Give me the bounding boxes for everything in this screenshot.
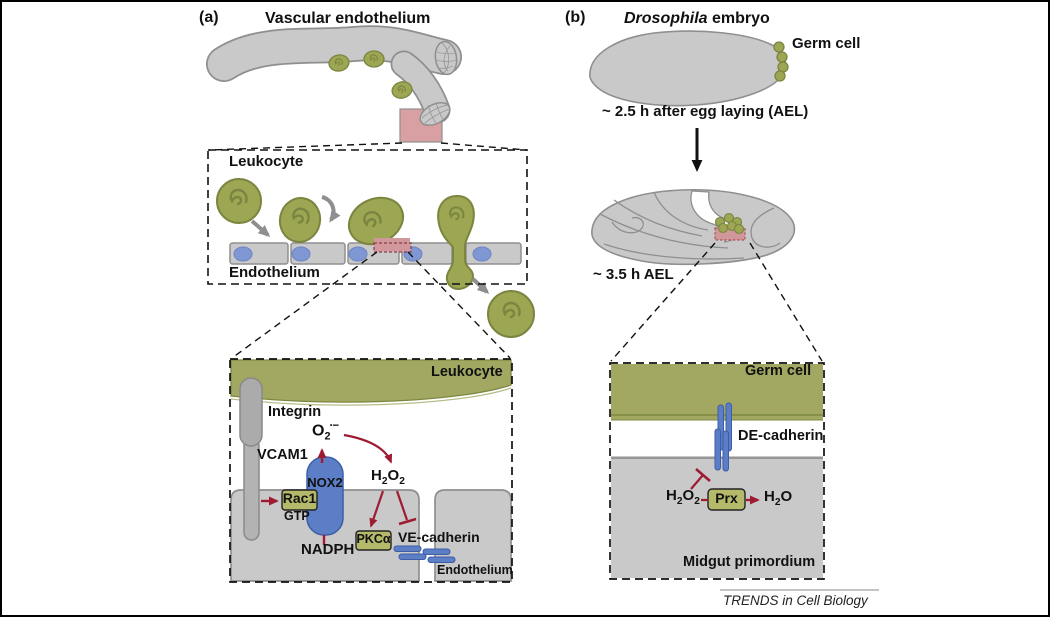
leukocyte-transmigrated bbox=[487, 290, 535, 338]
zoom-connector-vessel bbox=[208, 142, 528, 151]
h2o2-inhibits-decadherin-cap bbox=[695, 468, 711, 482]
panel-a-title: Vascular endothelium bbox=[265, 10, 431, 27]
detail-box-a-border bbox=[229, 358, 513, 583]
endothelium-label-rolling: Endothelium bbox=[229, 264, 320, 281]
panel-b-label: (b) bbox=[565, 9, 586, 26]
rolling-arrow-3 bbox=[471, 277, 490, 295]
signaling-arrows-b bbox=[690, 468, 760, 505]
embryo-late bbox=[591, 188, 796, 266]
embryo-early-germ-cells bbox=[773, 41, 789, 82]
rolling-box-border bbox=[207, 149, 528, 285]
vessel-cut-face-branch bbox=[419, 101, 451, 127]
zoom-connector-detail-a bbox=[231, 251, 511, 359]
rac1-box bbox=[281, 489, 318, 511]
leukocyte-transmigrating bbox=[437, 194, 475, 291]
midgut-label: Midgut primordium bbox=[683, 554, 816, 570]
rolling-arrow-1 bbox=[250, 219, 271, 237]
rac1-label: Rac1 bbox=[282, 490, 317, 506]
nadph-label: NADPH bbox=[301, 541, 355, 558]
h2o2-label-a: H2O2 bbox=[371, 467, 405, 487]
germ-cell-cluster bbox=[714, 212, 745, 235]
nox2-label: NOX2 bbox=[307, 475, 343, 490]
detail-box-b-border bbox=[609, 362, 825, 580]
panel-a-label: (a) bbox=[199, 9, 219, 26]
superoxide-label: O2·− bbox=[312, 420, 339, 443]
superoxide-to-h2o2-arrow bbox=[343, 433, 393, 464]
leukocyte-band bbox=[230, 359, 512, 406]
h2o2-label-b: H2O2 bbox=[666, 487, 700, 507]
prx-label: Prx bbox=[715, 490, 738, 506]
rolling-arrow-2 bbox=[321, 195, 341, 223]
germ-band-folds bbox=[599, 191, 781, 260]
pkca-box bbox=[355, 530, 392, 551]
de-cadherin-bars bbox=[714, 402, 732, 472]
junction-highlight bbox=[373, 238, 412, 253]
journal-caption: TRENDS in Cell Biology bbox=[723, 593, 868, 608]
leukocyte-label-detail: Leukocyte bbox=[431, 364, 503, 380]
h2o-label: H2O bbox=[764, 488, 793, 508]
gtp-label: GTP bbox=[284, 509, 310, 523]
integrin-label: Integrin bbox=[268, 404, 322, 420]
pkca-label: PKCα bbox=[356, 532, 391, 546]
h2o2-inhibits-vecadherin-cap bbox=[398, 517, 417, 526]
germ-cell-label-embryo: Germ cell bbox=[792, 35, 861, 52]
midgut-region bbox=[611, 456, 823, 578]
zoom-connector-detail-b bbox=[610, 242, 823, 362]
h2o2-inhibits-vecadherin-line bbox=[395, 490, 409, 521]
de-cadherin-label: DE-cadherin bbox=[738, 428, 824, 444]
endothelium-label-detail: Endothelium bbox=[437, 563, 513, 577]
leukocyte-rolling-2 bbox=[278, 197, 322, 243]
stage2-label: ~ 3.5 h AEL bbox=[593, 266, 674, 283]
stage1-label: ~ 2.5 h after egg laying (AEL) bbox=[602, 103, 809, 120]
signaling-arrows-a bbox=[261, 433, 417, 545]
germ-cell-band bbox=[611, 364, 823, 421]
leukocyte-label-rolling: Leukocyte bbox=[229, 153, 304, 170]
ve-cadherin-bars bbox=[393, 545, 456, 563]
vessel-cut-face-main bbox=[434, 40, 458, 76]
leukocyte-rolling-1 bbox=[216, 178, 262, 224]
ve-cadherin-label: VE-cadherin bbox=[398, 529, 480, 545]
blood-vessel bbox=[206, 25, 462, 124]
panel-b-title: Drosophila embryo bbox=[624, 10, 770, 27]
h2o2-inhibits-decadherin-line bbox=[690, 474, 704, 490]
germ-cell-label-detail: Germ cell bbox=[745, 363, 812, 379]
h2o2-to-pkca-arrow bbox=[369, 490, 385, 528]
vessel-leukocytes bbox=[328, 50, 413, 99]
vcam1-label: VCAM1 bbox=[257, 447, 308, 463]
integrin-shape bbox=[239, 377, 263, 447]
embryo-early bbox=[589, 30, 787, 107]
